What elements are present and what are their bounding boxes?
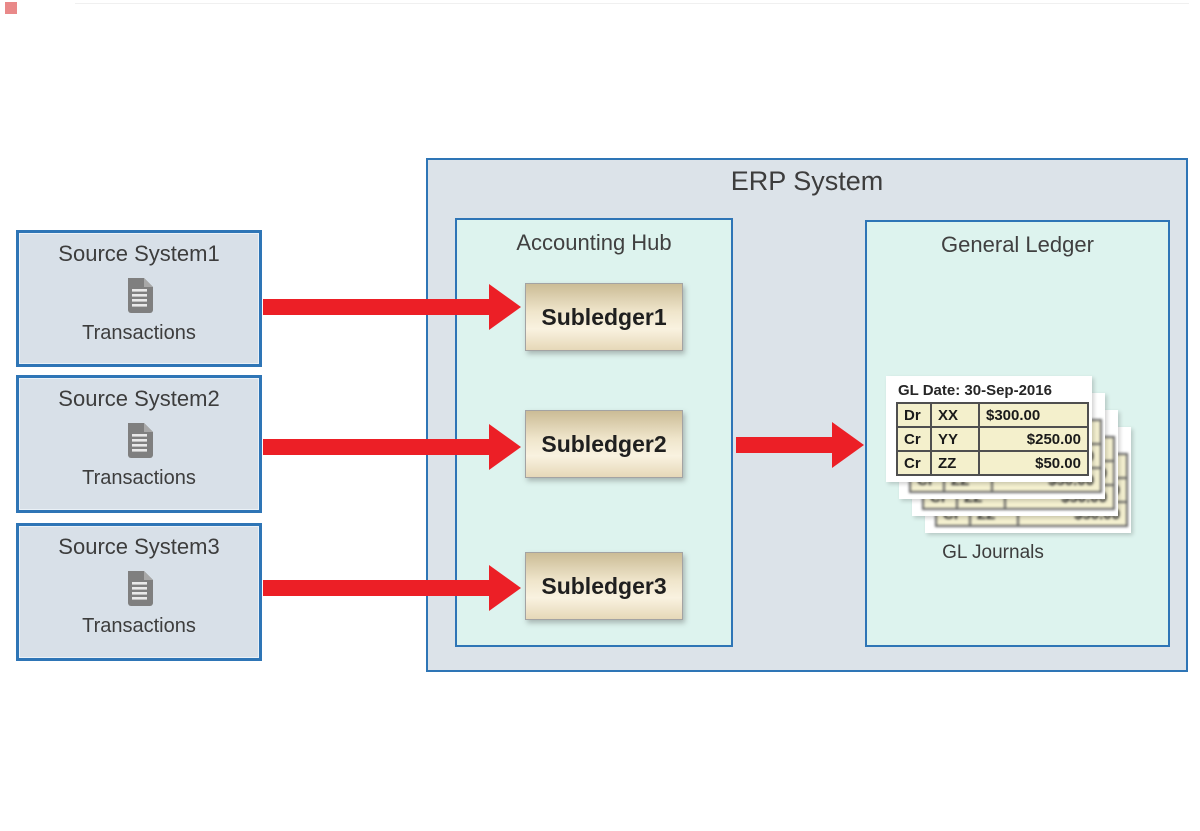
journal-dc-cell: Cr bbox=[896, 426, 932, 452]
document-icon bbox=[127, 423, 153, 458]
source-system-2-transactions-label: Transactions bbox=[82, 467, 196, 489]
journal-row: Cr ZZ $50.00 bbox=[896, 450, 1089, 476]
source-system-3-transactions-label: Transactions bbox=[82, 615, 196, 637]
gl-journal-table: Dr XX $300.00 Cr YY $250.00 Cr ZZ $50.00 bbox=[896, 402, 1089, 476]
journal-amount-cell: $250.00 bbox=[978, 426, 1089, 452]
source-system-1-box: Source System1 Transactions bbox=[16, 230, 262, 367]
source-system-2-box: Source System2 Transactions bbox=[16, 375, 262, 513]
subledger-3-label: Subledger3 bbox=[541, 572, 667, 599]
arrow-shaft bbox=[263, 580, 491, 596]
source-system-3-title: Source System3 bbox=[58, 534, 220, 559]
general-ledger-title: General Ledger bbox=[941, 232, 1094, 257]
top-hairline bbox=[75, 3, 1189, 4]
source-system-3-box: Source System3 Transactions bbox=[16, 523, 262, 661]
gl-journals-caption: GL Journals bbox=[942, 542, 1044, 563]
journal-row: Cr YY $250.00 bbox=[896, 426, 1089, 452]
arrow-source2-to-subledger2 bbox=[263, 424, 521, 470]
subledger-2-label: Subledger2 bbox=[541, 430, 667, 457]
subledger-2-box: Subledger2 bbox=[525, 410, 683, 478]
arrow-source3-to-subledger3 bbox=[263, 565, 521, 611]
erp-system-title: ERP System bbox=[730, 166, 884, 196]
arrow-shaft bbox=[263, 299, 491, 315]
subledger-1-box: Subledger1 bbox=[525, 283, 683, 351]
journal-dc-cell: Dr bbox=[896, 402, 932, 428]
arrow-source1-to-subledger1 bbox=[263, 284, 521, 330]
journal-account-cell: ZZ bbox=[930, 450, 980, 476]
journal-account-cell: XX bbox=[930, 402, 980, 428]
journal-dc-cell: Cr bbox=[896, 450, 932, 476]
arrow-head-icon bbox=[489, 565, 521, 611]
journal-amount-cell: $300.00 bbox=[978, 402, 1089, 428]
arrow-head-icon bbox=[489, 424, 521, 470]
arrow-shaft bbox=[736, 437, 834, 453]
arrow-head-icon bbox=[489, 284, 521, 330]
source-system-1-title: Source System1 bbox=[58, 241, 220, 266]
arrow-hub-to-general-ledger bbox=[736, 422, 864, 468]
gl-date-label: GL Date: 30-Sep-2016 bbox=[898, 382, 1052, 399]
corner-red-marker bbox=[5, 2, 17, 14]
arrow-head-icon bbox=[832, 422, 864, 468]
source-system-2-title: Source System2 bbox=[58, 386, 220, 411]
journal-amount-cell: $50.00 bbox=[978, 450, 1089, 476]
subledger-1-label: Subledger1 bbox=[541, 303, 667, 330]
document-icon bbox=[127, 571, 153, 606]
subledger-3-box: Subledger3 bbox=[525, 552, 683, 620]
arrow-shaft bbox=[263, 439, 491, 455]
journal-row: Dr XX $300.00 bbox=[896, 402, 1089, 428]
accounting-hub-title: Accounting Hub bbox=[516, 230, 672, 255]
source-system-1-transactions-label: Transactions bbox=[82, 322, 196, 344]
gl-journal-card-front: GL Date: 30-Sep-2016 Dr XX $300.00 Cr YY… bbox=[886, 376, 1092, 482]
document-icon bbox=[127, 278, 153, 313]
journal-account-cell: YY bbox=[930, 426, 980, 452]
